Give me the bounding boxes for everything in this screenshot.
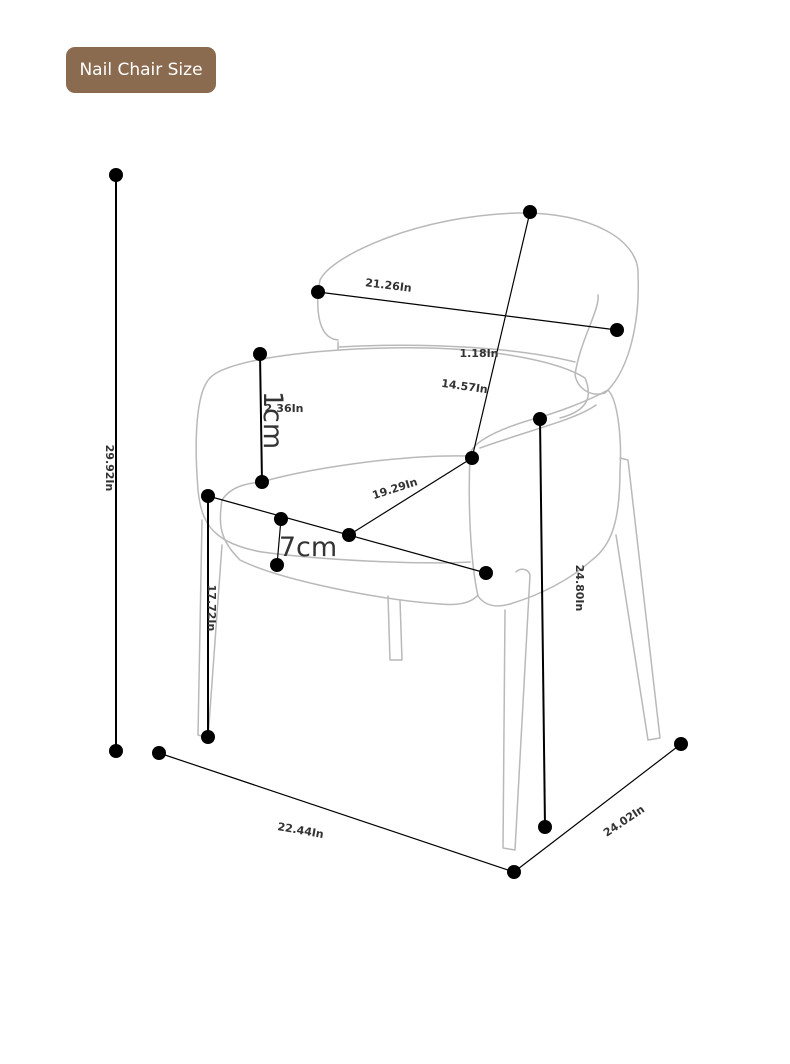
chair-front-right-leg (502, 568, 531, 851)
arm-to-floor-label: 24.80In (573, 565, 586, 612)
chair-back-right-leg (615, 457, 661, 741)
back-thickness-label: 1.18In (459, 347, 498, 360)
seat-height-label: 17.72In (205, 585, 218, 632)
size-title: Nail Chair Size (79, 60, 203, 80)
chair-back-left-leg (387, 595, 403, 661)
endpoint-dot (253, 347, 267, 361)
endpoint-dot (533, 412, 547, 426)
endpoint-dot (538, 820, 552, 834)
endpoint-dot (610, 323, 624, 337)
endpoint-dot (465, 451, 479, 465)
depth-line (513, 743, 682, 873)
chair-left-shell (195, 377, 263, 553)
total-height-label: 29.92In (103, 445, 116, 492)
endpoint-dot (674, 737, 688, 751)
back-width-label: 21.26In (364, 276, 412, 295)
armrest-height-label: 2.36In (264, 402, 303, 415)
back-width-line (317, 291, 618, 331)
width-label: 22.44In (276, 820, 324, 841)
chair-right-arm-seam (479, 404, 597, 449)
seat-thickness-cm-label: 7cm (279, 532, 337, 563)
seat-thickness-line (276, 518, 282, 566)
arm-to-floor-line (539, 418, 546, 828)
endpoint-dot (507, 865, 521, 879)
endpoint-dot (255, 475, 269, 489)
endpoint-dot (201, 489, 215, 503)
endpoint-dot (109, 744, 123, 758)
armrest-height-line (259, 353, 263, 483)
endpoint-dot (311, 285, 325, 299)
seat-depth-line (348, 457, 473, 536)
endpoint-dot (479, 566, 493, 580)
endpoint-dot (201, 730, 215, 744)
chair-backrest (317, 212, 639, 395)
seat-depth-label: 19.29In (371, 475, 419, 502)
endpoint-dot (342, 528, 356, 542)
size-title-badge: Nail Chair Size (66, 47, 216, 93)
endpoint-dot (152, 746, 166, 760)
width-line (158, 752, 515, 873)
dimension-lines (115, 175, 682, 873)
endpoint-dot (274, 512, 288, 526)
dimension-labels: 29.92In 21.26In 1.18In 14.57In 2.36In 1c… (103, 276, 647, 841)
endpoint-dot (109, 168, 123, 182)
dimension-endpoints (109, 168, 688, 879)
chair-backrest-seam (337, 341, 576, 363)
endpoint-dot (523, 205, 537, 219)
back-height-label: 14.57In (440, 377, 488, 396)
armrest-height-cm-label: 1cm (257, 391, 288, 449)
depth-label: 24.02In (601, 803, 647, 840)
endpoint-dot (270, 558, 284, 572)
back-height-line (471, 211, 531, 459)
chair-outline (195, 212, 661, 851)
chair-right-arm (468, 389, 622, 607)
